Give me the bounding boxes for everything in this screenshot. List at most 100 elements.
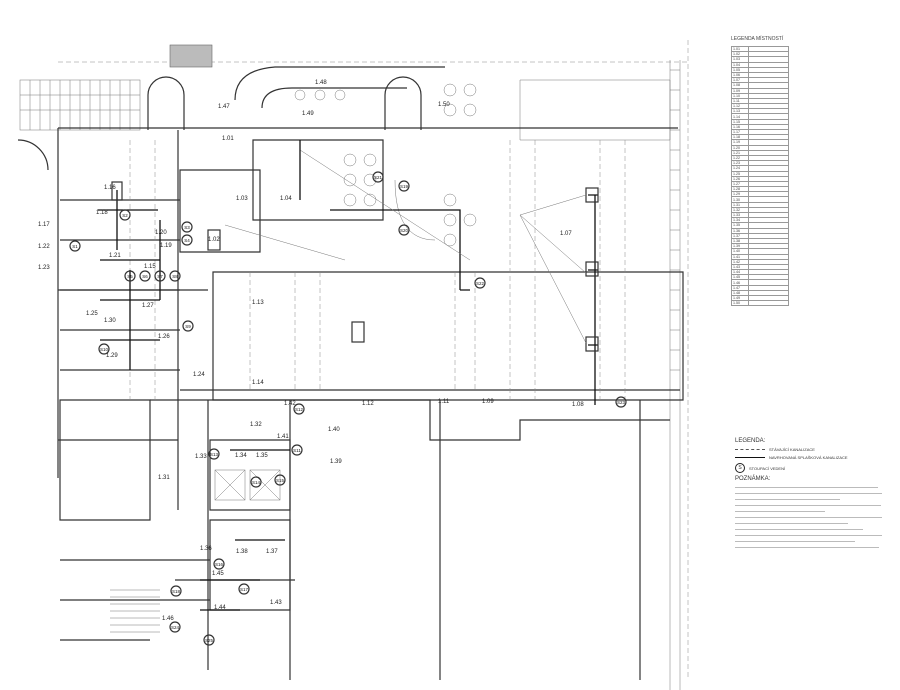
room-label: 1.19 [160, 243, 172, 249]
stack-marker: S24 [169, 621, 181, 633]
room-label: 1.35 [256, 453, 268, 459]
room-legend-title: LEGENDA MÍSTNOSTÍ [731, 36, 784, 42]
svg-text:S17: S17 [240, 587, 249, 592]
svg-text:S10: S10 [100, 347, 109, 352]
svg-text:S8: S8 [172, 274, 178, 279]
room-label: 1.03 [236, 196, 248, 202]
room-label: 1.07 [560, 231, 572, 237]
svg-text:S7: S7 [157, 274, 163, 279]
room-label: 1.36 [200, 546, 212, 552]
solid-line-symbol [735, 457, 765, 458]
room-label: 1.04 [280, 196, 292, 202]
svg-text:S14: S14 [252, 480, 261, 485]
stack-marker: S17 [238, 583, 250, 595]
stack-marker: S9 [182, 320, 194, 332]
stack-marker: S25 [203, 634, 215, 646]
notes-text-lines [735, 484, 885, 551]
room-label: 1.02 [208, 237, 220, 243]
svg-text:S15: S15 [276, 478, 285, 483]
room-label: 1.16 [104, 185, 116, 191]
room-label: 1.37 [266, 549, 278, 555]
stack-marker: S10 [98, 343, 110, 355]
room-legend-row: 1.50 [731, 300, 789, 307]
room-label: 1.24 [193, 372, 205, 378]
stack-marker: S3 [181, 221, 193, 233]
stack-marker: S16 [213, 558, 225, 570]
stack-marker: S2 [119, 209, 131, 221]
room-label: 1.44 [214, 605, 226, 611]
stack-marker: S14 [250, 476, 262, 488]
stack-marker: S20 [398, 224, 410, 236]
stack-marker: S5 [124, 270, 136, 282]
room-label: 1.15 [144, 264, 156, 270]
room-name-cell [748, 300, 789, 307]
stack-marker: S18 [170, 585, 182, 597]
svg-text:S13: S13 [210, 452, 219, 457]
room-label: 1.09 [482, 399, 494, 405]
room-label: 1.11 [438, 399, 450, 405]
stack-symbol-icon: S [735, 463, 745, 473]
room-label: 1.31 [158, 475, 170, 481]
room-label: 1.39 [330, 459, 342, 465]
svg-text:S1: S1 [72, 244, 78, 249]
room-label: 1.22 [38, 244, 50, 250]
room-label: 1.41 [277, 434, 289, 440]
room-label: 1.48 [315, 80, 327, 86]
svg-text:S9: S9 [185, 324, 191, 329]
svg-text:S25: S25 [205, 638, 214, 643]
room-label: 1.18 [96, 210, 108, 216]
room-label: 1.08 [572, 402, 584, 408]
room-label: 1.49 [302, 111, 314, 117]
stack-marker: S4 [181, 234, 193, 246]
stack-marker: S8 [169, 270, 181, 282]
vent-grate [169, 44, 213, 68]
stack-marker: S15 [274, 474, 286, 486]
svg-text:S11: S11 [293, 448, 301, 453]
room-label: 1.27 [142, 303, 154, 309]
stack-marker: S1 [69, 240, 81, 252]
svg-text:S16: S16 [215, 562, 224, 567]
svg-text:S6: S6 [142, 274, 148, 279]
svg-text:S12: S12 [295, 407, 304, 412]
svg-text:S2: S2 [122, 213, 128, 218]
notes-title: POZNÁMKA: [735, 476, 771, 482]
room-label: 1.38 [236, 549, 248, 555]
room-label: 1.45 [212, 571, 224, 577]
svg-text:S18: S18 [172, 589, 181, 594]
room-label: 1.32 [250, 422, 262, 428]
room-label: 1.47 [218, 104, 230, 110]
room-label: 1.21 [109, 253, 121, 259]
room-label: 1.25 [86, 311, 98, 317]
room-label: 1.34 [235, 453, 247, 459]
stack-marker: S21 [372, 171, 384, 183]
proposed-sewer [98, 140, 599, 611]
stack-markers: S1 S2 S3 S4 S5 S6 S7 S8 S9 S10 S21 S19 S… [69, 171, 627, 646]
room-labels: 1.01 1.02 1.03 1.04 1.07 1.08 1.09 1.11 … [38, 80, 584, 622]
svg-text:S19: S19 [400, 184, 409, 189]
walls [57, 127, 684, 680]
room-label: 1.43 [270, 600, 282, 606]
svg-text:S23: S23 [617, 400, 626, 405]
legend-proposed: NAVRHOVANÁ SPLAŠKOVÁ KANALIZACE [735, 455, 885, 460]
room-label: 1.01 [222, 136, 234, 142]
dashed-line-symbol [735, 449, 765, 450]
legend-existing: STÁVAJÍCÍ KANALIZACE [735, 447, 885, 452]
room-label: 1.30 [104, 318, 116, 324]
stack-marker: S22 [474, 277, 486, 289]
room-label: 1.14 [252, 380, 264, 386]
legend-and-notes: LEGENDA: STÁVAJÍCÍ KANALIZACE NAVRHOVANÁ… [735, 436, 885, 553]
svg-text:S4: S4 [184, 238, 190, 243]
room-label: 1.50 [438, 102, 450, 108]
svg-text:S24: S24 [171, 625, 180, 630]
stack-marker: S12 [293, 403, 305, 415]
room-label: 1.13 [252, 300, 264, 306]
room-label: 1.12 [362, 401, 374, 407]
room-label: 1.46 [162, 616, 174, 622]
svg-text:S3: S3 [184, 225, 190, 230]
svg-text:S21: S21 [374, 175, 383, 180]
room-label: 1.17 [38, 222, 50, 228]
